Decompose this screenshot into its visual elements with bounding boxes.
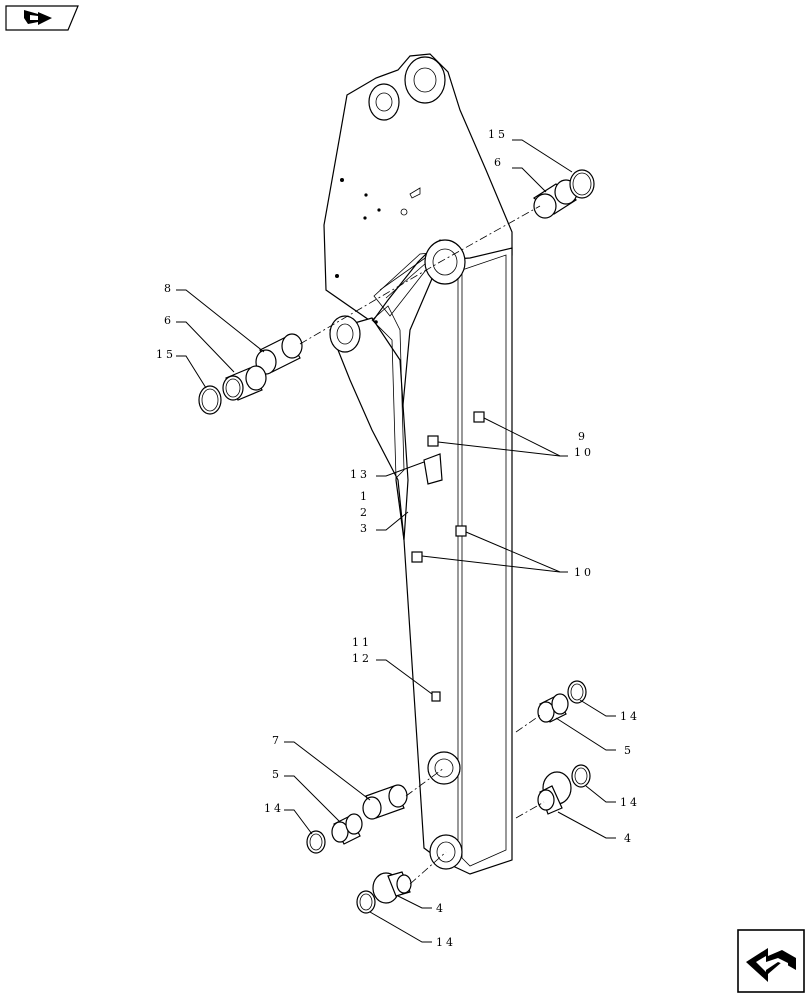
callout-7: 7 — [272, 734, 282, 747]
callout-14-r2: 14 — [620, 796, 640, 809]
callout-13: 13 — [350, 468, 370, 481]
callout-15-left: 15 — [156, 348, 176, 361]
callout-5-r: 5 — [624, 744, 634, 757]
callout-12: 12 — [352, 652, 372, 665]
callout-8: 8 — [164, 282, 174, 295]
callout-11: 11 — [352, 636, 372, 649]
callout-15-top: 15 — [488, 128, 508, 141]
callout-6-left: 6 — [164, 314, 174, 327]
callout-14-r1: 14 — [620, 710, 640, 723]
callout-9: 9 — [578, 430, 588, 443]
callout-2: 2 — [360, 506, 370, 519]
callout-10-a: 10 — [574, 446, 594, 459]
callout-3: 3 — [360, 522, 370, 535]
loose-parts — [198, 169, 595, 914]
callout-4-b: 4 — [436, 902, 446, 915]
arrow-icon — [24, 10, 52, 25]
callout-5-l: 5 — [272, 768, 282, 781]
callout-1: 1 — [360, 490, 370, 503]
callout-6-top: 6 — [494, 156, 504, 169]
callout-10-b: 10 — [574, 566, 594, 579]
callout-4-r: 4 — [624, 832, 634, 845]
excavator-arm — [323, 53, 513, 875]
callout-labels: 15 6 8 6 15 9 10 13 1 2 3 10 11 12 14 5 … — [156, 128, 640, 949]
callout-14-b: 14 — [436, 936, 456, 949]
leader-lines — [176, 139, 616, 943]
corner-nav-button[interactable] — [736, 928, 808, 996]
callout-14-l: 14 — [264, 802, 284, 815]
center-lines — [299, 205, 545, 885]
back-tab[interactable] — [0, 0, 90, 40]
arrow-nav-icon — [746, 948, 796, 982]
